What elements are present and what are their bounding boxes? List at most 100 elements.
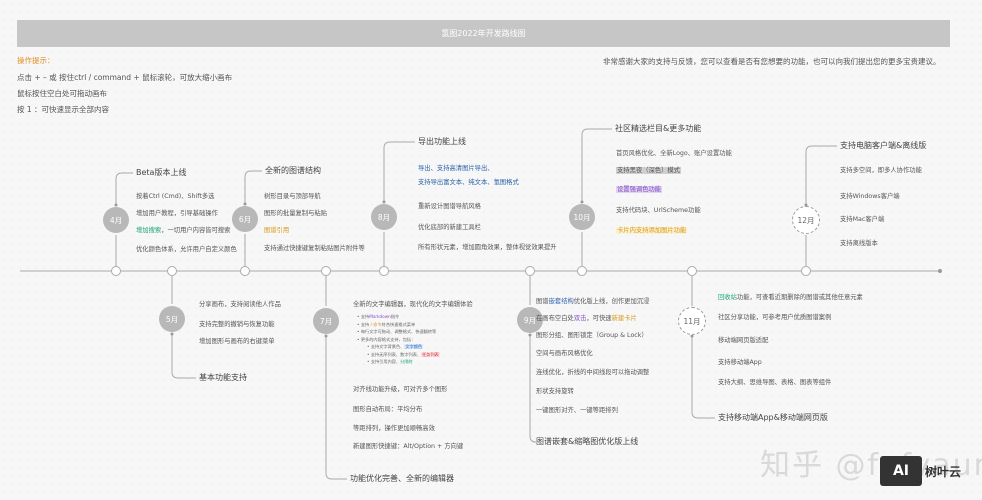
timeline-node[interactable] <box>801 266 811 276</box>
month-badge: 12月 <box>792 206 820 234</box>
timeline-node[interactable] <box>577 266 587 276</box>
milestone-item: 社区分享功能，可参考用户优质图谱案例 <box>718 313 831 322</box>
hint-fit: 按 1 ：可快速显示全部内容 <box>17 105 110 114</box>
timeline-node[interactable] <box>525 266 535 276</box>
bullet-icon: • <box>357 336 361 342</box>
sublist-item: • 支持文字背景色、文字颜色 <box>367 343 424 350</box>
milestone-item: 优化底部的新建工具栏 <box>418 223 481 232</box>
text-segment: 等距排列，操作更加顺畅高效 <box>353 425 435 432</box>
hint-drag: 鼠标按住空白处可拖动画布 <box>17 89 107 98</box>
text-segment: 支持代码块、UrlScheme功能 <box>616 207 701 214</box>
timeline-node[interactable] <box>687 266 697 276</box>
connector-circle-to-title <box>383 141 415 202</box>
text-segment: 一键图形对齐、一键等距排列 <box>536 407 618 414</box>
text-segment: 支持离线版本 <box>840 240 878 247</box>
milestone-item: 图谱嵌套结构优化版上线，创作更加沉浸 <box>536 297 649 306</box>
sublist-item: • 支持Markdown指令 <box>357 313 399 320</box>
text-segment: 全新的文字编辑器，现代化的文字编辑体验 <box>353 301 473 308</box>
brand-logo: AI <box>880 456 922 486</box>
milestone-item: 支持大纲、思维导图、表格、图表等组件 <box>718 378 831 387</box>
text-segment: 支持无序列表、数字列表、 <box>370 351 422 357</box>
timeline-node[interactable] <box>111 266 121 276</box>
timeline-node[interactable] <box>240 266 250 276</box>
text-segment: 文字颜色 <box>404 344 424 349</box>
thanks-note: 非常感谢大家的支持与反馈，您可以查看是否有您想要的功能，也可以向我们提出您的更多… <box>603 57 941 66</box>
connector-circle-to-title <box>529 335 537 443</box>
milestone-title: 社区精选栏目&更多功能 <box>615 124 702 133</box>
milestone-title: 图谱嵌套&缩略图优化版上线 <box>536 437 639 446</box>
connector-dot <box>528 333 532 337</box>
bullet-icon: • <box>357 329 361 334</box>
text-segment: 更多的内容格式支持，包括： <box>360 336 416 342</box>
connector-dot <box>324 334 328 338</box>
text-segment: / 命令 <box>370 321 382 327</box>
text-segment: 优化颜色体系，允许用户自定义颜色 <box>136 246 237 253</box>
text-segment: 导出、支持高清图片导出、 <box>418 165 494 172</box>
text-segment: 支持大纲、思维导图、表格、图表等组件 <box>718 379 832 386</box>
page-title: 氢图2022年开发路线图 <box>17 20 950 47</box>
month-badge: 4月 <box>103 207 129 233</box>
text-segment: 支持文字背景色、 <box>370 344 405 349</box>
bullet-icon: • <box>357 321 361 327</box>
connector-dot <box>690 334 694 338</box>
text-segment: 双击 <box>573 315 587 322</box>
milestone-item: 增加用户教程，引导基础操作 <box>136 209 218 218</box>
text-segment: 指令 <box>390 314 400 319</box>
connector-circle-to-title <box>805 145 837 205</box>
text-segment: 树形目录与顶部导航 <box>264 193 321 200</box>
brand-name: 树叶云 <box>925 464 962 479</box>
connector-dot <box>580 200 584 204</box>
sublist-item: • 每行文字可拖动、调整格式、快速翻转等 <box>357 328 436 335</box>
text-segment: 嵌套结构 <box>548 298 574 305</box>
text-segment: 支持黑夜（深色）模式 <box>616 167 681 174</box>
milestone-title: 全新的图谱结构 <box>265 166 321 175</box>
timeline-node[interactable] <box>167 266 177 276</box>
connector-circle-to-title <box>171 334 196 379</box>
milestone-title: 支持电脑客户端&离线版 <box>840 141 927 150</box>
text-segment: 图形自动布局：平均分布 <box>353 406 423 413</box>
milestone-item: 在画布空白处双击，可快速新建卡片 <box>536 314 637 323</box>
milestone-title: 导出功能上线 <box>418 137 466 146</box>
text-segment: 分隔符 <box>400 359 413 364</box>
milestone-item: 所有形状元素，增加圆角效果，整体视觉效果提升 <box>418 243 557 252</box>
sublist-item: • 支持引用内容、分隔符 <box>367 358 413 365</box>
timeline-node[interactable] <box>379 266 389 276</box>
text-segment: 功能，可查看近期删除的图谱或其他任意元素 <box>736 294 863 301</box>
milestone-item: 卡片内支持添加图片功能 <box>616 226 688 235</box>
month-badge: 11月 <box>678 307 706 335</box>
connector-circle-to-title <box>115 172 133 205</box>
milestone-item: 支持通过快捷键复制粘贴图片附件等 <box>264 244 365 253</box>
milestone-item: 增加图形与画布的右键菜单 <box>199 337 275 346</box>
milestone-item: 支持完整的撤销与恢复功能 <box>199 320 275 329</box>
timeline-end-dot <box>938 269 942 273</box>
text-segment: 在画布空白处 <box>536 315 574 322</box>
text-segment: 新建卡片 <box>611 315 637 322</box>
text-segment: ，可快速 <box>586 315 612 322</box>
text-segment: 支持 <box>360 321 371 327</box>
milestone-item: 移动端网页版适配 <box>718 336 768 345</box>
text-segment: ，一切用户内容皆可搜索 <box>161 227 231 234</box>
sublist-item: • 支持无序列表、数字列表、任务列表 <box>367 351 440 358</box>
milestone-title: Beta版本上线 <box>136 168 187 177</box>
milestone-item: 支持导出富文本、纯文本、氢图格式 <box>418 178 519 187</box>
connector-circle-to-title <box>325 336 347 480</box>
connector-dot <box>243 202 247 206</box>
text-segment: 图谱 <box>536 298 549 305</box>
connector-circle-to-title <box>244 170 262 204</box>
milestone-item: 形状支持旋转 <box>536 387 574 396</box>
milestone-item: 增加搜索，一切用户内容皆可搜索 <box>136 226 230 235</box>
text-segment: 支持 <box>360 314 370 319</box>
month-badge: 7月 <box>313 308 339 334</box>
connector-circle-to-title <box>691 336 715 419</box>
milestone-item: 支持代码块、UrlScheme功能 <box>616 206 701 215</box>
text-segment: 增加搜索 <box>136 227 162 234</box>
text-segment: 符合快速格式菜单 <box>381 321 416 327</box>
milestone-item: 等距排列，操作更加顺畅高效 <box>353 424 435 433</box>
timeline-node[interactable] <box>321 266 331 276</box>
text-segment: 图谱引用 <box>264 227 290 234</box>
milestone-item: 分享画布，支持阅读他人作品 <box>199 300 281 309</box>
milestone-item: 新建图形快捷键：Alt/Option + 方向键 <box>353 442 463 451</box>
milestone-item: 回收站功能，可查看近期删除的图谱或其他任意元素 <box>718 293 863 302</box>
milestone-item: 对齐线功能升级，可对齐多个图形 <box>353 385 447 394</box>
milestone-item: 设置强调色功能 <box>616 185 663 194</box>
